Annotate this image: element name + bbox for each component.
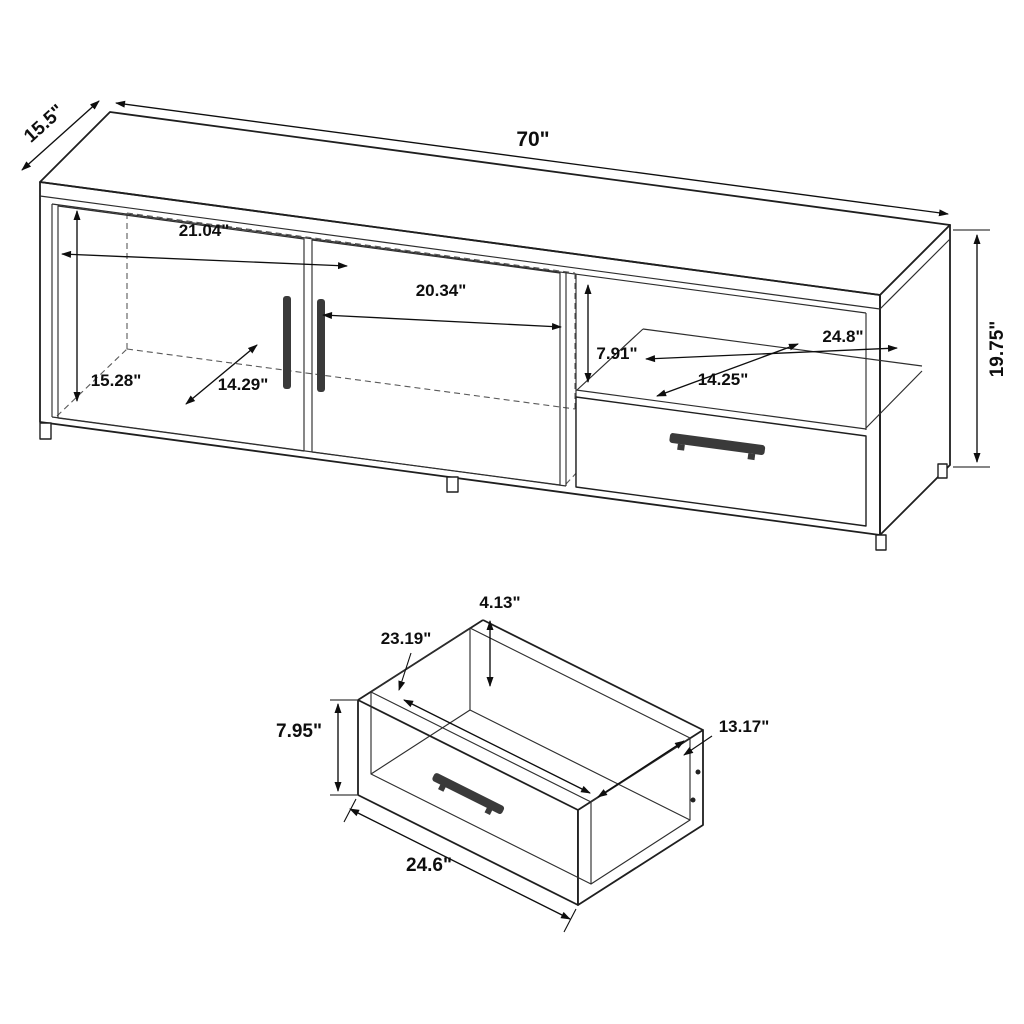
drawer-handle-post-left: [677, 443, 685, 451]
dim-drawer-interior-depth: 13.17": [597, 717, 770, 798]
back-panel-top-dashed: [126, 212, 576, 274]
middle-door: [311, 239, 561, 486]
screw-hole-top: [695, 769, 701, 775]
dim-label-interior-height: 15.28": [91, 371, 142, 390]
dim-label-drawer-front-height: 7.95": [276, 721, 322, 742]
dim-label-drawer-interior-width: 23.19": [381, 629, 432, 648]
cabinet-drawer-handle: [669, 433, 766, 461]
drawer-front-face: [357, 699, 579, 906]
dim-middle-interior-width: 20.34": [322, 281, 562, 331]
foot-right-back: [937, 463, 948, 479]
dim-label-shelf-width: 24.8": [822, 327, 863, 346]
dim-label-left-interior-width: 21.04": [179, 221, 230, 240]
dim-drawer-front-height: 7.95": [276, 699, 357, 796]
dim-drawer-width: 24.6": [343, 798, 577, 933]
shelf-front-edge: [575, 389, 867, 430]
shelf-depth-right-edge: [865, 370, 923, 429]
drawer-handle-post-right: [747, 453, 756, 461]
dim-overall-height: 19.75": [953, 229, 1008, 468]
dim-left-interior-width: 21.04": [61, 221, 348, 270]
dim-overall-width: 70": [115, 100, 949, 217]
screw-hole-bottom: [690, 797, 696, 803]
left-door: [57, 205, 305, 452]
drawer-top-back-edge: [482, 619, 704, 731]
hidden-interior-lines: [56, 212, 623, 485]
top-board-edge-right: [879, 238, 951, 310]
tv-stand-drawing: 70" 15.5" 19.75" 21.04" 20.34" 15.28" 14…: [20, 100, 1008, 551]
drawer-handle-bar: [669, 433, 766, 455]
dim-label-overall-depth: 15.5": [20, 101, 68, 147]
dim-label-drawer-back-height: 4.13": [479, 593, 520, 612]
floor-depth-left-dashed: [56, 348, 128, 417]
foot-center: [446, 476, 459, 493]
cabinet-drawer-front: [575, 396, 867, 527]
dim-shelf-height: 7.91": [584, 284, 638, 383]
cabinet-top-face: [39, 111, 951, 296]
dim-label-drawer-width: 24.6": [406, 855, 452, 876]
dim-label-shelf-depth: 14.25": [698, 370, 749, 389]
foot-right-front: [875, 534, 887, 551]
back-panel-bottom-dashed: [126, 348, 576, 410]
dim-label-overall-height: 19.75": [987, 321, 1008, 378]
dim-label-overall-width: 70": [516, 128, 549, 151]
dim-label-drawer-interior-depth: 13.17": [719, 717, 770, 736]
dim-label-middle-interior-width: 20.34": [416, 281, 467, 300]
inner-top-edge: [51, 203, 867, 314]
dim-shelf-depth: 14.25": [656, 343, 799, 397]
dim-drawer-interior-width: 23.19": [381, 629, 591, 794]
dim-interior-height: 15.28": [73, 210, 142, 402]
middle-door-handle: [317, 299, 325, 392]
dim-drawer-back-height: 4.13": [479, 593, 521, 687]
drawer-drawing: 4.13" 23.19" 13.17" 7.95" 24.6": [276, 593, 770, 933]
foot-left: [39, 422, 52, 440]
left-door-handle: [283, 296, 291, 389]
dim-label-shelf-height: 7.91": [596, 344, 637, 363]
dim-label-interior-depth: 14.29": [218, 375, 269, 394]
dim-interior-depth: 14.29": [185, 344, 269, 405]
